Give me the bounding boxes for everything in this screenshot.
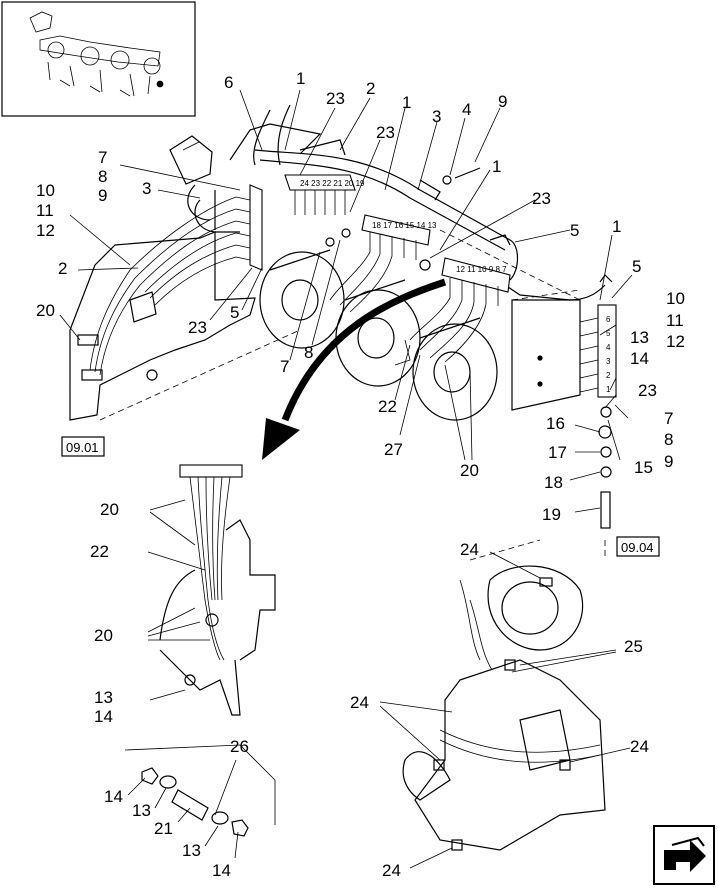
callout-14: 14 — [212, 861, 231, 880]
manifold-2-numbers: 18 17 16 15 14 13 — [372, 221, 437, 230]
manifold-3: 12 11 10 9 8 7 — [441, 257, 511, 306]
callout-1: 1 — [296, 69, 305, 88]
reference-box-left[interactable]: 09.01 — [61, 436, 105, 457]
callout-24: 24 — [382, 861, 401, 880]
callout-11: 11 — [36, 201, 54, 220]
reference-label-right: 09.04 — [621, 540, 654, 555]
reference-box-right[interactable]: 09.04 — [616, 536, 660, 557]
manifold-4-number-4: 4 — [606, 343, 611, 352]
callout-14: 14 — [630, 349, 649, 368]
callout-5: 5 — [230, 303, 239, 322]
next-page-arrow-icon[interactable] — [653, 825, 715, 885]
callout-4: 4 — [462, 100, 471, 119]
manifold-4-number-3: 3 — [606, 357, 611, 366]
manifold-2: 18 17 16 15 14 13 — [361, 214, 437, 260]
callout-13: 13 — [630, 328, 649, 347]
callout-21: 21 — [154, 819, 173, 838]
callout-3: 3 — [432, 107, 441, 126]
callout-2: 2 — [366, 79, 375, 98]
reference-label-left: 09.01 — [66, 440, 99, 455]
bottom-right-assembly — [402, 539, 606, 851]
hose-bundle-center — [329, 251, 487, 366]
callout-7: 7 — [664, 409, 673, 428]
callout-20: 20 — [100, 500, 119, 519]
callout-7: 7 — [98, 148, 107, 167]
callout-1: 1 — [492, 157, 501, 176]
fitting-stack — [325, 167, 612, 529]
callout-20: 20 — [94, 626, 113, 645]
callout-5: 5 — [570, 221, 579, 240]
callout-27: 27 — [384, 440, 403, 459]
callout-23: 23 — [638, 381, 657, 400]
manifold-1: 24 23 22 21 20 19 — [284, 174, 365, 215]
callout-1: 1 — [402, 93, 411, 112]
callout-8: 8 — [304, 343, 313, 362]
manifold-4-number-6: 6 — [606, 315, 611, 324]
manifold-4-number-5: 5 — [606, 329, 611, 338]
callout-12: 12 — [36, 221, 55, 240]
callout-20: 20 — [36, 301, 55, 320]
callout-19: 19 — [542, 505, 561, 524]
thumbnail-inset — [1, 1, 196, 117]
manifold-right: 6 5 4 3 2 1 — [579, 304, 617, 398]
callout-9: 9 — [498, 92, 507, 111]
callout-25: 25 — [624, 637, 643, 656]
callout-6: 6 — [224, 73, 233, 92]
callout-23: 23 — [376, 123, 395, 142]
callout-20: 20 — [460, 461, 479, 480]
callout-24: 24 — [350, 693, 369, 712]
callout-26: 26 — [230, 737, 249, 756]
dashed-reference-lines — [99, 229, 606, 560]
callout-13: 13 — [94, 688, 113, 707]
callout-9: 9 — [98, 186, 107, 205]
callout-24: 24 — [630, 737, 649, 756]
left-body-panel — [69, 123, 322, 421]
callout-numbers: 1 2 23 6 1 3 4 9 23 7 8 9 3 10 11 12 1 2… — [36, 69, 685, 880]
manifold-3-numbers: 12 11 10 9 8 7 — [456, 265, 507, 274]
callout-3: 3 — [142, 179, 151, 198]
detail-arrow — [262, 278, 447, 460]
callout-10: 10 — [666, 289, 685, 308]
callout-13: 13 — [182, 841, 201, 860]
callout-7: 7 — [280, 357, 289, 376]
callout-24: 24 — [460, 540, 479, 559]
detail-view-connector — [159, 464, 276, 716]
callout-23: 23 — [188, 318, 207, 337]
callout-22: 22 — [378, 397, 397, 416]
manifold-4-number-2: 2 — [606, 371, 611, 380]
callout-17: 17 — [548, 443, 567, 462]
callout-10: 10 — [36, 181, 55, 200]
leader-lines — [59, 89, 633, 869]
callout-15: 15 — [634, 458, 653, 477]
hose-bundle-left — [77, 196, 237, 381]
callout-22: 22 — [90, 542, 109, 561]
callout-11: 11 — [666, 311, 684, 330]
callout-23: 23 — [326, 89, 345, 108]
callout-14: 14 — [104, 787, 123, 806]
manifold-4-number-1: 1 — [606, 385, 611, 394]
callout-8: 8 — [664, 430, 673, 449]
callout-1: 1 — [612, 217, 621, 236]
callout-5: 5 — [632, 257, 641, 276]
manifold-1-numbers: 24 23 22 21 20 19 — [300, 179, 365, 188]
callout-9: 9 — [664, 452, 673, 471]
detail-view-coupler — [124, 744, 276, 837]
callout-12: 12 — [666, 332, 685, 351]
callout-16: 16 — [546, 414, 565, 433]
manifold-left — [235, 184, 263, 271]
hydraulic-pipes — [187, 104, 613, 301]
callout-8: 8 — [98, 167, 107, 186]
callout-2: 2 — [58, 259, 67, 278]
right-body-panel — [511, 299, 581, 411]
callout-23: 23 — [532, 189, 551, 208]
callout-18: 18 — [544, 473, 563, 492]
callout-14: 14 — [94, 707, 113, 726]
callout-13: 13 — [132, 801, 151, 820]
